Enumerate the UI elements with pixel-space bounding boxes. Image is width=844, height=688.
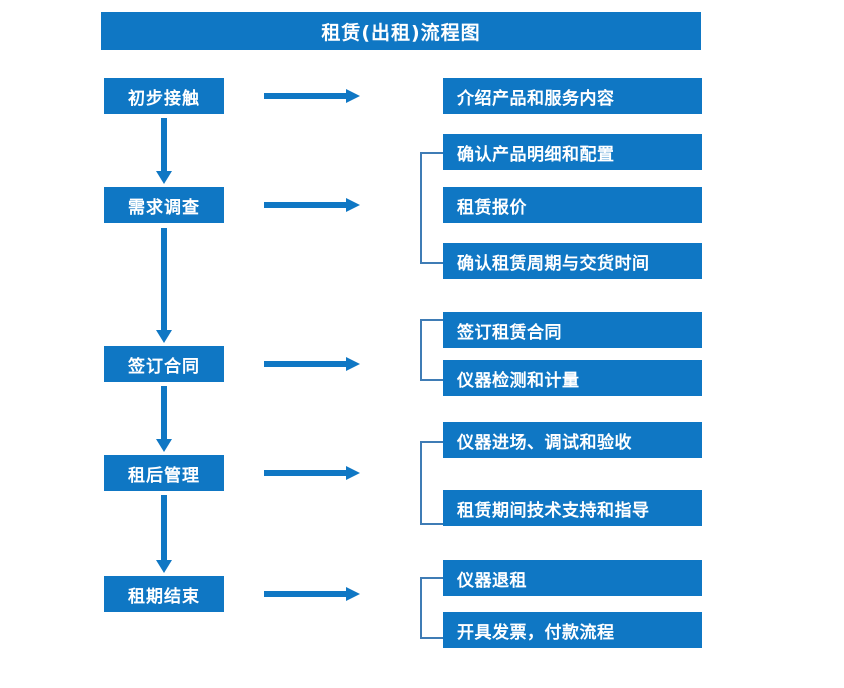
arrow-head-icon: [156, 560, 172, 573]
vertical-arrow-4-to-5: [156, 495, 172, 573]
arrow-shaft: [264, 591, 348, 597]
detail-box-9[interactable]: 仪器退租: [443, 560, 702, 596]
stage-box-1[interactable]: 初步接触: [104, 78, 224, 114]
arrow-shaft: [161, 118, 167, 171]
vertical-arrow-1-to-2: [156, 118, 172, 184]
horizontal-arrow-stage-1: [264, 89, 360, 103]
detail-box-10[interactable]: 开具发票，付款流程: [443, 612, 702, 648]
arrow-head-icon: [346, 89, 360, 103]
arrow-shaft: [161, 495, 167, 560]
group-bracket-2: [420, 152, 443, 264]
arrow-head-icon: [346, 357, 360, 371]
horizontal-arrow-stage-3: [264, 357, 360, 371]
group-bracket-4: [420, 441, 443, 525]
horizontal-arrow-stage-2: [264, 198, 360, 212]
group-bracket-5: [420, 577, 443, 639]
stage-box-5[interactable]: 租期结束: [104, 576, 224, 612]
vertical-arrow-3-to-4: [156, 386, 172, 452]
arrow-head-icon: [346, 466, 360, 480]
detail-box-6[interactable]: 仪器检测和计量: [443, 360, 702, 396]
detail-box-2[interactable]: 确认产品明细和配置: [443, 134, 702, 170]
horizontal-arrow-stage-5: [264, 587, 360, 601]
detail-box-7[interactable]: 仪器进场、调试和验收: [443, 422, 702, 458]
arrow-head-icon: [346, 587, 360, 601]
arrow-head-icon: [156, 171, 172, 184]
detail-box-8[interactable]: 租赁期间技术支持和指导: [443, 490, 702, 526]
group-bracket-3: [420, 319, 443, 381]
arrow-shaft: [264, 470, 348, 476]
arrow-shaft: [161, 386, 167, 439]
detail-box-4[interactable]: 确认租赁周期与交货时间: [443, 243, 702, 279]
arrow-head-icon: [346, 198, 360, 212]
detail-box-5[interactable]: 签订租赁合同: [443, 312, 702, 348]
arrow-shaft: [264, 202, 348, 208]
detail-box-3[interactable]: 租赁报价: [443, 187, 702, 223]
vertical-arrow-2-to-3: [156, 228, 172, 343]
stage-box-3[interactable]: 签订合同: [104, 346, 224, 382]
arrow-shaft: [264, 361, 348, 367]
detail-box-1[interactable]: 介绍产品和服务内容: [443, 78, 702, 114]
stage-box-2[interactable]: 需求调查: [104, 187, 224, 223]
horizontal-arrow-stage-4: [264, 466, 360, 480]
arrow-shaft: [161, 228, 167, 330]
stage-box-4[interactable]: 租后管理: [104, 455, 224, 491]
arrow-shaft: [264, 93, 348, 99]
arrow-head-icon: [156, 439, 172, 452]
diagram-title: 租赁(出租)流程图: [101, 12, 701, 50]
arrow-head-icon: [156, 330, 172, 343]
